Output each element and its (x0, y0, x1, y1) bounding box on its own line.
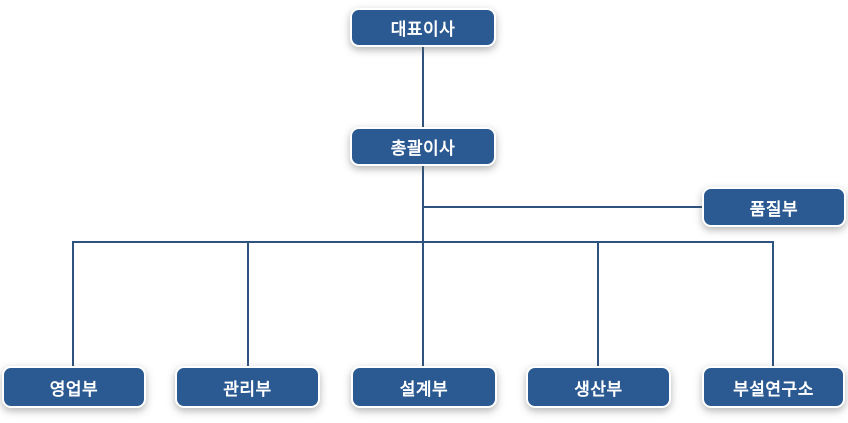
node-design-dept-label: 설계부 (399, 379, 449, 399)
connector-drop-admin (247, 241, 249, 367)
node-research-institute: 부설연구소 (702, 366, 845, 408)
node-ceo: 대표이사 (350, 8, 496, 47)
node-production-dept: 생산부 (526, 366, 671, 408)
node-quality-dept: 품질부 (702, 187, 846, 227)
node-sales-dept: 영업부 (2, 366, 146, 408)
connector-distribution-bar (72, 241, 774, 243)
node-quality-dept-label: 품질부 (749, 199, 799, 219)
node-sales-dept-label: 영업부 (49, 379, 99, 399)
node-research-institute-label: 부설연구소 (733, 379, 814, 399)
connector-drop-research (772, 241, 774, 367)
node-ceo-label: 대표이사 (390, 20, 456, 39)
connector-branch-quality (423, 206, 702, 208)
connector-drop-production (597, 241, 599, 367)
connector-drop-sales (72, 241, 74, 367)
node-executive-director-label: 총괄이사 (390, 139, 456, 158)
node-admin-dept: 관리부 (175, 366, 320, 408)
node-production-dept-label: 생산부 (574, 379, 623, 399)
node-design-dept: 설계부 (351, 366, 497, 408)
connector-ceo-to-executive (422, 47, 424, 127)
node-admin-dept-label: 관리부 (223, 379, 272, 399)
connector-executive-trunk (422, 166, 424, 366)
node-executive-director: 총괄이사 (350, 127, 496, 166)
